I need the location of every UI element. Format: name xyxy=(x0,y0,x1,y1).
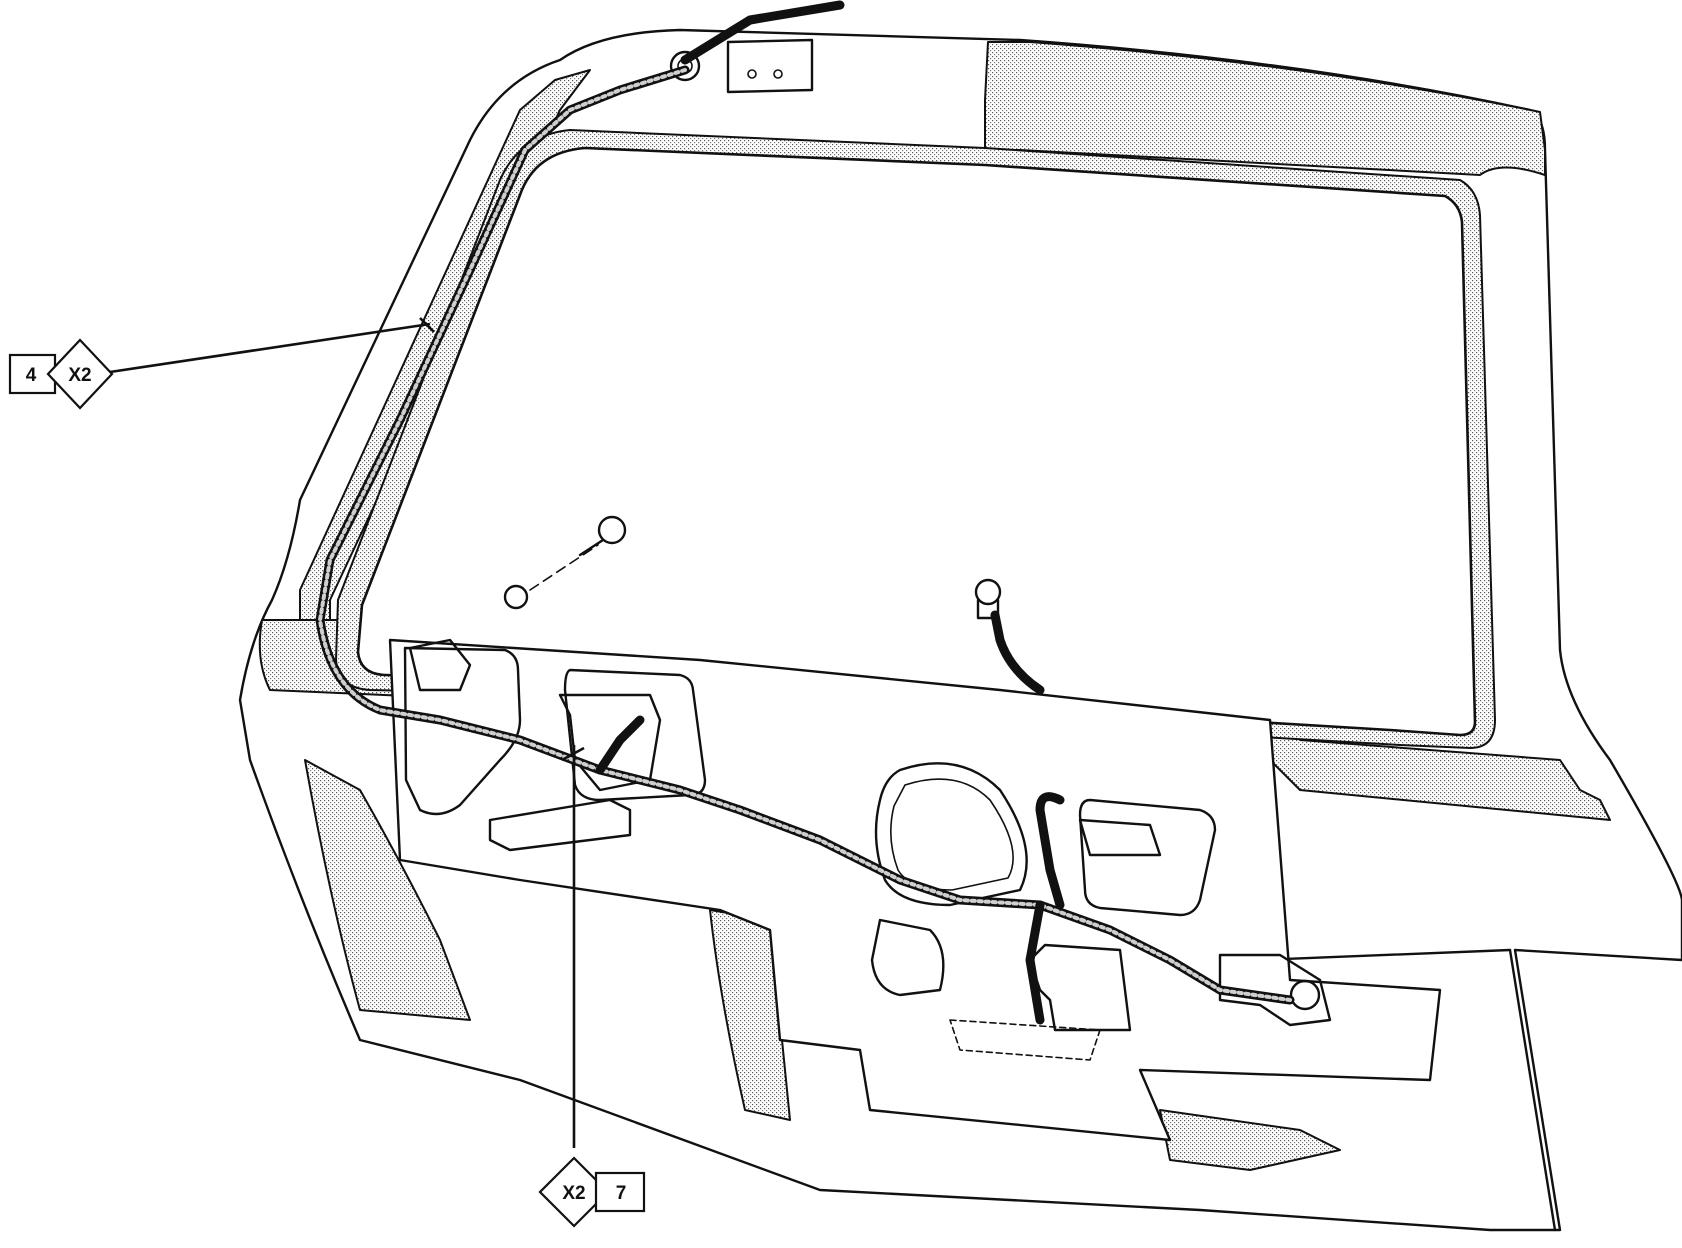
right-lamp-socket xyxy=(1289,979,1321,1011)
roof-lip xyxy=(984,41,1546,176)
harness-branch-bulb xyxy=(990,610,1045,695)
hinge-bolt xyxy=(773,69,783,79)
upper-hinge-box xyxy=(726,38,814,94)
lower-right-shading xyxy=(1159,1109,1341,1171)
rear-window xyxy=(335,129,1496,749)
access-hole-large-inner xyxy=(890,778,1014,891)
plate-lamp-bracket xyxy=(949,1019,1101,1061)
callout-bottom-number-box xyxy=(594,1171,646,1213)
callout-bottom-number: 7 xyxy=(616,1183,627,1204)
callout-left-leader xyxy=(109,322,431,374)
harness-branch-plate xyxy=(1025,900,1045,1025)
center-latch-mechanism xyxy=(558,693,662,792)
callout-left-connector: X2 xyxy=(68,365,91,386)
bulb-base xyxy=(976,598,1000,620)
ground-dash-line xyxy=(529,544,599,591)
wiring-harness xyxy=(315,0,1295,1025)
lower-left-shading xyxy=(304,759,471,1021)
ground-bolt-head xyxy=(597,515,627,545)
lower-center-shading xyxy=(709,909,791,1121)
callout-bottom-tick xyxy=(561,746,585,762)
hinge-bolt xyxy=(747,69,757,79)
callout-left-tick xyxy=(419,317,435,333)
bulb-icon xyxy=(974,578,1002,606)
callout-bottom-connector: X2 xyxy=(562,1183,585,1204)
harness-branch-right xyxy=(1035,792,1065,910)
right-latch-switch xyxy=(1078,818,1162,857)
bump-pad xyxy=(488,798,632,852)
harness-top-tail xyxy=(680,0,845,65)
top-grommet xyxy=(669,50,701,82)
callout-left-diamond xyxy=(46,338,114,410)
callout-bottom: X2 7 xyxy=(538,745,646,1228)
harness-branch-latch xyxy=(595,715,645,775)
right-lamp-connector xyxy=(1218,953,1332,1027)
ground-bolt-shank xyxy=(578,538,605,557)
ground-ring-terminal xyxy=(503,584,529,610)
callout-left: 4 X2 xyxy=(8,317,435,410)
left-motor-bracket xyxy=(408,638,472,692)
right-lower-edge xyxy=(1508,948,1557,1232)
access-hole-large xyxy=(874,762,1028,907)
window-glass xyxy=(356,146,1477,737)
harness-main-run-pattern xyxy=(318,68,1292,1002)
callout-left-number: 4 xyxy=(26,365,37,386)
right-latch-housing xyxy=(1078,798,1217,917)
access-hole-lower xyxy=(870,918,945,997)
